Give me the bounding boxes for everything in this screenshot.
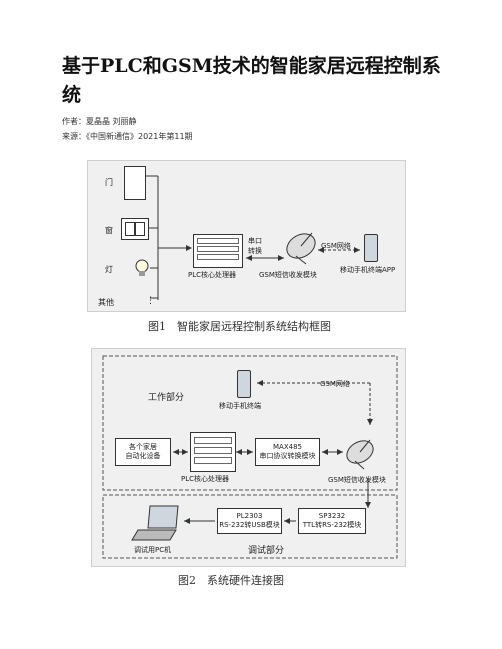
gsm-module-label-2: GSM短信收发模块 [328,476,386,484]
ellipsis-icon: ⋮ [146,296,155,306]
plc-label: PLC核心处理器 [188,271,237,279]
pl2303-box: PL2303 RS-232转USB模块 [217,508,282,534]
figure-1-caption: 图1 智能家居远程控制系统结构框图 [148,320,331,333]
source: 来源：《中国新通信》2021年第11期 [62,132,193,141]
pc-label: 调试用PC机 [134,546,172,554]
mobile-phone-icon [364,234,378,262]
phone-label: 移动手机终端APP [340,266,396,274]
serial-label-1: 串口 [248,237,262,245]
window-icon [121,218,149,240]
authors: 作者：夏晶晶 刘丽静 [62,117,137,126]
debug-section-label: 调试部分 [248,546,285,556]
max485-box: MAX485 串口协议转换模块 [255,438,320,466]
sp3232-box: SP3232 TTL转RS-232模块 [298,508,366,534]
plc-icon-2 [190,432,236,472]
home-devices-box: 各个家居 自动化设备 [115,438,171,466]
device-label-door: 门 [105,178,113,187]
page-title: 基于PLC和GSM技术的智能家居远程控制系统 [62,55,441,106]
device-label-lamp: 灯 [105,265,113,274]
gsm-network-label-2: GSM网络 [320,380,350,388]
plc-icon [193,234,243,268]
serial-label-2: 转换 [248,247,262,255]
gsm-network-label: GSM网络 [321,242,351,250]
device-label-other: 其他 [98,298,114,307]
plc-label-2: PLC核心处理器 [181,475,230,483]
work-section-label: 工作部分 [148,393,185,403]
mobile-phone-icon-2 [237,370,251,398]
figure-2-caption: 图2 系统硬件连接图 [178,574,284,587]
gsm-module-label: GSM短信收发模块 [259,271,317,279]
device-label-window: 窗 [105,226,113,235]
door-icon [124,166,146,200]
phone-label-2: 移动手机终端 [219,402,261,410]
